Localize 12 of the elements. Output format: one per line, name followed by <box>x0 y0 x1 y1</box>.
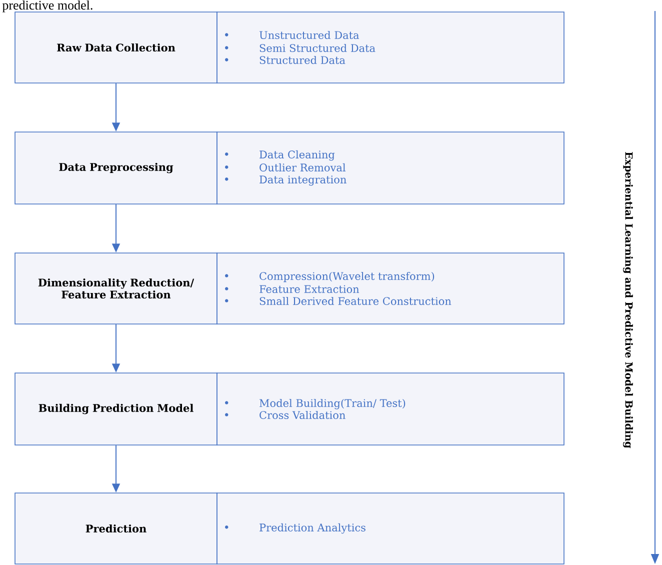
detail-box: Prediction Analytics <box>216 492 564 564</box>
step-box: Prediction <box>14 492 218 564</box>
caption-fragment: predictive model. <box>2 0 92 12</box>
detail-box: Model Building(Train/ Test) Cross Validation <box>216 372 564 446</box>
detail-box: Compression(Wavelet transform) Feature Extraction Small Derived Feature Construction <box>216 252 564 324</box>
side-label: Experiential Learning and Predictive Model Building <box>623 152 633 448</box>
step-box: Building Prediction Model <box>14 372 218 446</box>
step-box: Data Preprocessing <box>14 132 218 204</box>
step-box: Dimensionality Reduction/ Feature Extraction <box>14 252 218 324</box>
step-box: Raw Data Collection <box>14 12 218 84</box>
detail-box: Data Cleaning Outlier Removal Data integration <box>216 132 564 204</box>
detail-box: Unstructured Data Semi Structured Data Structured Data <box>216 12 564 84</box>
